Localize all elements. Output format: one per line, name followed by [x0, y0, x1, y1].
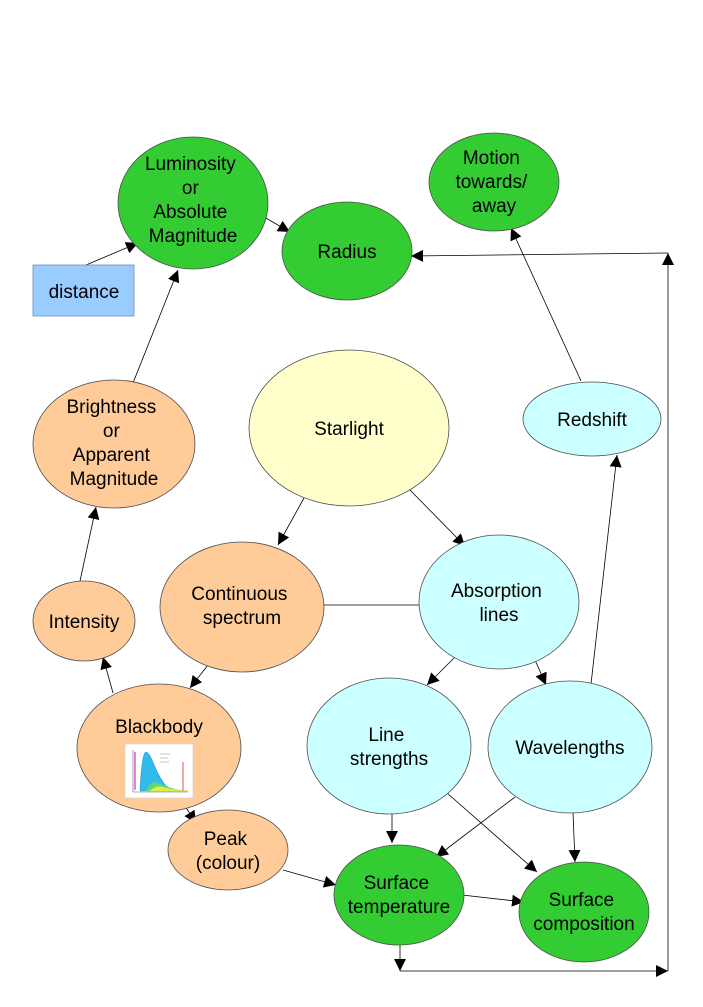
node-absorption-line-2: lines [479, 605, 518, 626]
edges-layer [79, 216, 674, 977]
node-distance: distance [32, 264, 135, 317]
svg-text:Surface temperature: Surface temperature [348, 873, 450, 918]
edge-peak-to-surface-temperature [282, 869, 337, 888]
svg-text:Blackbody: Blackbody [115, 717, 203, 738]
node-redshift-line-1: Redshift [557, 410, 627, 431]
svg-text:Peak (colour): Peak (colour) [196, 829, 260, 874]
node-luminosity-line-3: Absolute [153, 202, 227, 223]
edge-wavelengths-to-redshift [590, 454, 622, 685]
edge-starlight-to-continuous [277, 497, 305, 546]
node-motion-line-1: Motion [463, 148, 520, 169]
svg-text:Radius: Radius [317, 242, 376, 263]
svg-text:Redshift: Redshift [557, 410, 627, 431]
node-brightness-line-4: Magnitude [70, 469, 159, 490]
node-wavelengths-line-1: Wavelengths [515, 738, 624, 759]
node-distance-line-1: distance [49, 282, 120, 303]
node-line-strengths-line-2: strengths [350, 749, 428, 770]
edge-brightness-to-luminosity [132, 269, 180, 384]
edge-intensity-to-brightness [79, 506, 100, 582]
node-wavelengths: Wavelengths [487, 680, 653, 814]
svg-text:Wavelengths: Wavelengths [515, 738, 624, 759]
edge-luminosity-to-radius [263, 216, 291, 233]
node-line-strengths: Line strengths [306, 677, 472, 815]
node-intensity-line-1: Intensity [49, 612, 120, 633]
node-surface-composition-line-2: composition [533, 914, 634, 935]
edge-wavelengths-to-surface-composition [568, 811, 581, 863]
edge-wavelengths-to-surface-temperature [435, 796, 516, 858]
node-starlight-line-1: Starlight [314, 419, 384, 440]
svg-text:Luminosity or: Luminosity or Absolute Magnitude [145, 154, 241, 247]
node-radius: Radius [281, 201, 413, 301]
nodes-layer: Luminosity or Absolute Magnitude Radius … [32, 132, 662, 963]
node-luminosity-line-1: Luminosity [145, 154, 236, 175]
node-brightness-line-2: or [103, 421, 121, 442]
svg-text:Brightness or: Brightness or Apparent Magnitude [66, 397, 161, 490]
node-brightness-line-3: Apparent [73, 445, 151, 466]
edge-line-strengths-to-surface-composition [446, 792, 538, 873]
svg-text:Motion towards/: Motion towards/ away [455, 148, 532, 217]
node-surface-temperature-line-1: Surface [364, 873, 429, 894]
node-motion-line-3: away [472, 196, 517, 217]
node-continuous-line-1: Continuous [191, 584, 287, 605]
node-surface-temperature-line-2: temperature [348, 897, 450, 918]
node-luminosity-line-4: Magnitude [149, 226, 238, 247]
svg-text:Line strengths: Line strengths [350, 725, 428, 770]
node-motion-line-2: towards/ [455, 172, 528, 193]
node-blackbody: Blackbody [76, 683, 242, 813]
node-brightness: Brightness or Apparent Magnitude [32, 379, 196, 509]
svg-text:Intensity: Intensity [49, 612, 120, 633]
node-peak-line-1: Peak [204, 829, 248, 850]
node-absorption-line-1: Absorption [451, 581, 542, 602]
blackbody-curve-thumbnail [124, 743, 194, 799]
node-redshift: Redshift [522, 381, 662, 457]
edge-absorption-to-line-strengths [426, 656, 456, 686]
node-luminosity-line-2: or [182, 178, 200, 199]
edge-redshift-to-motion [510, 227, 582, 382]
edge-continuous-to-blackbody [189, 664, 209, 689]
edge-distance-to-luminosity [85, 242, 139, 266]
edge-surface-temperature-to-surface-composition [461, 894, 525, 907]
node-brightness-line-1: Brightness [66, 397, 156, 418]
svg-text:Continuous spectrum: Continuous spectrum [191, 584, 292, 629]
node-blackbody-line-1: Blackbody [115, 717, 203, 738]
node-intensity: Intensity [32, 580, 136, 662]
edge-blackbody-to-intensity [100, 656, 114, 694]
edge-absorption-to-wavelengths [534, 659, 547, 686]
node-luminosity: Luminosity or Absolute Magnitude [117, 136, 269, 270]
svg-text:distance: distance [49, 282, 120, 303]
node-surface-composition-line-1: Surface [549, 890, 614, 911]
node-absorption-lines: Absorption lines [418, 534, 580, 670]
svg-text:Starlight: Starlight [314, 419, 384, 440]
node-starlight: Starlight [248, 349, 450, 507]
node-continuous-spectrum: Continuous spectrum [159, 541, 325, 673]
node-radius-line-1: Radius [317, 242, 376, 263]
node-peak: Peak (colour) [167, 809, 289, 891]
svg-text:Surface composition: Surface composition [533, 890, 634, 935]
edge-top-rail-to-radius [410, 249, 669, 262]
node-surface-composition: Surface composition [518, 861, 650, 963]
edge-starlight-to-absorption [409, 489, 466, 547]
node-line-strengths-line-1: Line [368, 725, 404, 746]
svg-text:Absorption lines: Absorption lines [451, 581, 547, 626]
node-continuous-line-2: spectrum [203, 608, 281, 629]
node-motion: Motion towards/ away [428, 132, 560, 232]
node-peak-line-2: (colour) [196, 853, 260, 874]
node-surface-temperature: Surface temperature [333, 844, 465, 946]
